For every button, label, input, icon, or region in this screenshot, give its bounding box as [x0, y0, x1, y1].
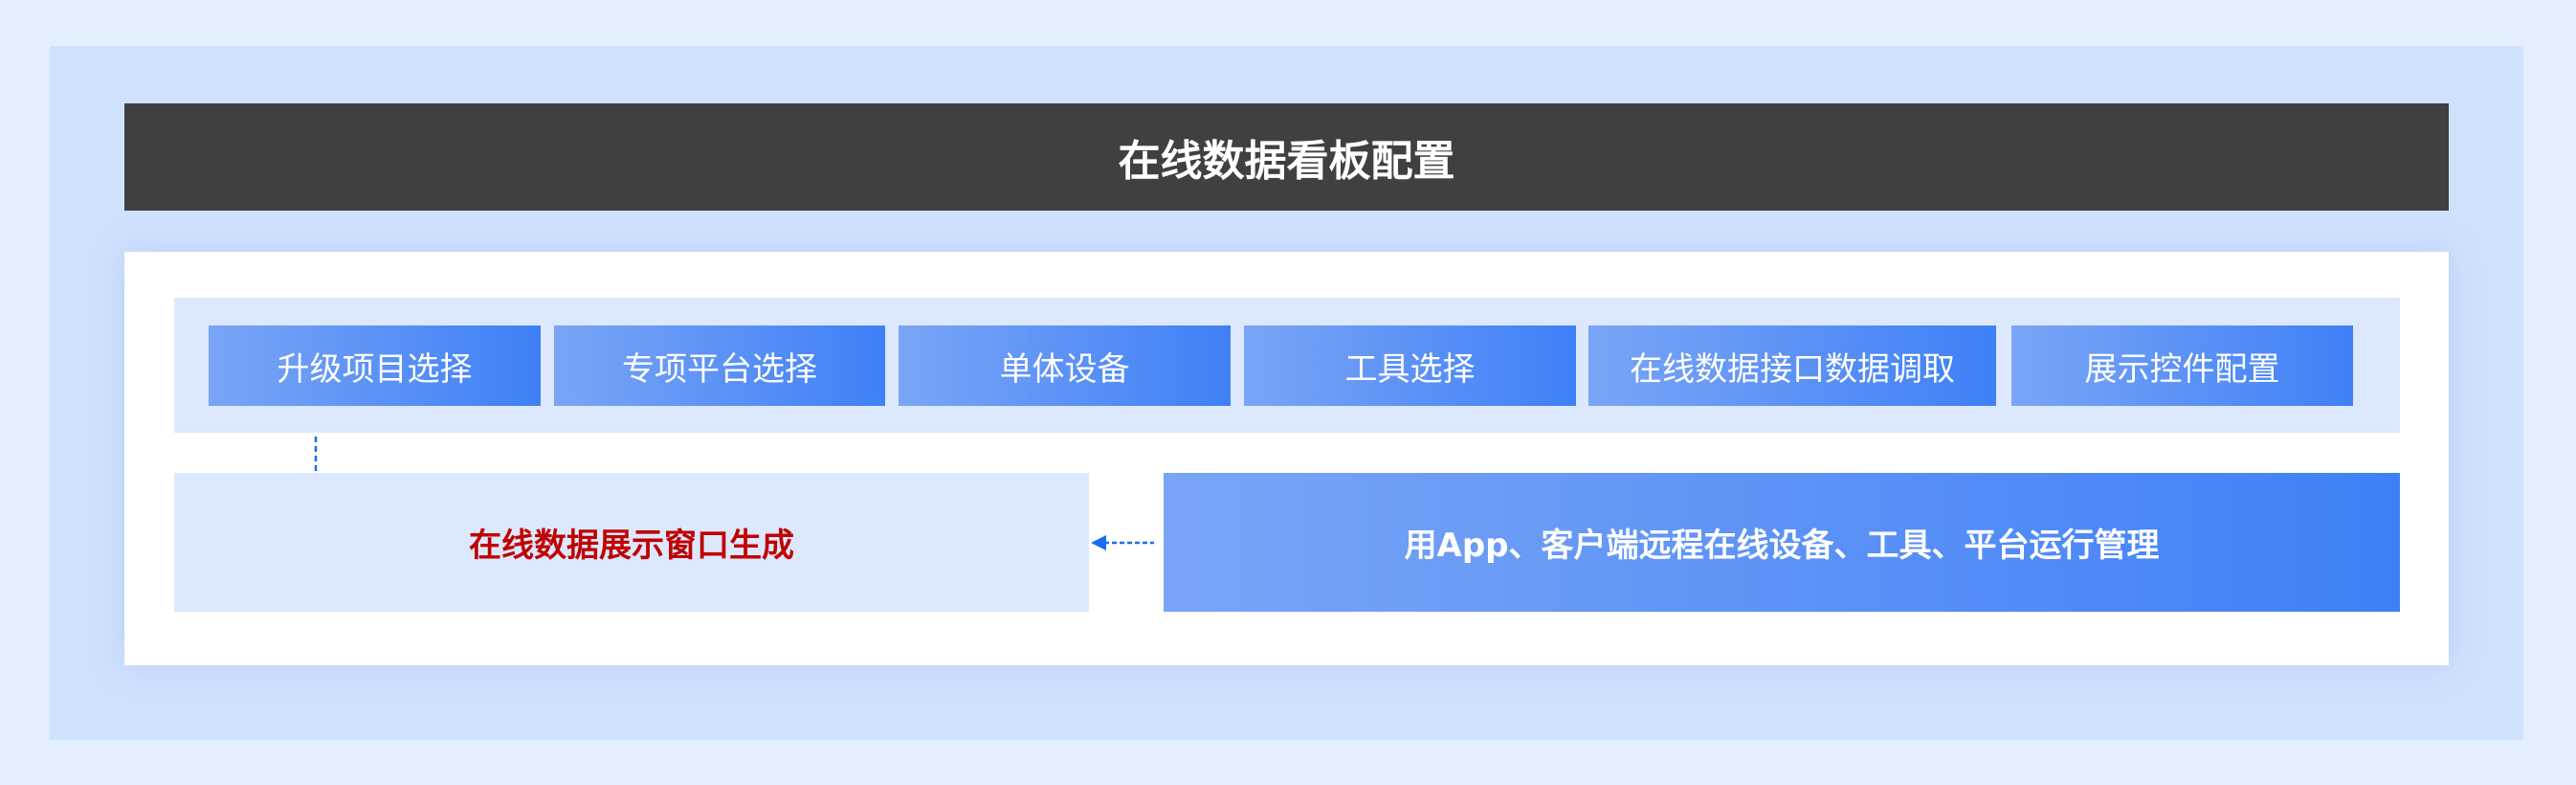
step-data-interface: 在线数据接口数据调取	[1588, 325, 1996, 406]
step-device: 单体设备	[899, 325, 1231, 406]
step-upgrade-project: 升级项目选择	[209, 325, 541, 406]
step-platform: 专项平台选择	[554, 325, 885, 406]
output-window-box: 在线数据展示窗口生成	[174, 473, 1089, 612]
page-title: 在线数据看板配置	[124, 103, 2449, 211]
remote-management-box: 用App、客户端远程在线设备、工具、平台运行管理	[1164, 473, 2400, 612]
arrow-left-icon	[1091, 535, 1154, 550]
step-widget-config: 展示控件配置	[2011, 325, 2353, 406]
step-tool: 工具选择	[1244, 325, 1576, 406]
